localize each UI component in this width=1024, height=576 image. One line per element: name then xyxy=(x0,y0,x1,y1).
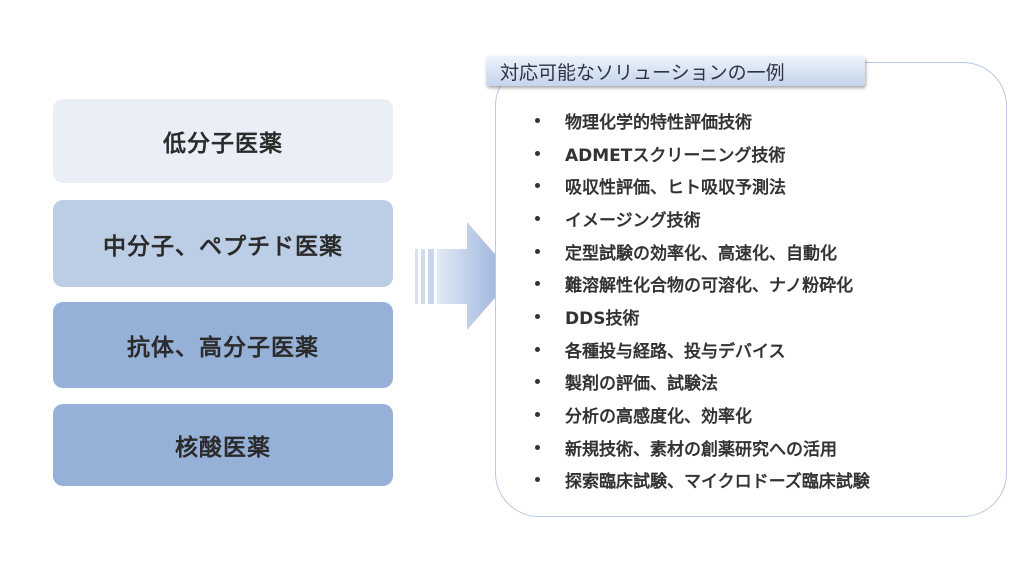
bullet-icon xyxy=(535,117,540,123)
list-item: 難溶解性化合物の可溶化、ナノ粉砕化 xyxy=(533,267,870,300)
solution-label: 新規技術、素材の創薬研究への活用 xyxy=(565,439,837,460)
solution-label: 吸収性評価、ヒト吸収予測法 xyxy=(565,178,786,199)
list-item: 新規技術、素材の創薬研究への活用 xyxy=(533,431,870,464)
solution-label: ADMETスクリーニング技術 xyxy=(565,145,786,166)
bullet-icon xyxy=(535,313,540,319)
bullet-icon xyxy=(535,379,540,385)
list-item: 各種投与経路、投与デバイス xyxy=(533,333,870,366)
right-arrow-icon xyxy=(415,222,514,330)
list-item: 物理化学的特性評価技術 xyxy=(533,104,870,137)
list-item: 探索臨床試験、マイクロドーズ臨床試験 xyxy=(533,464,870,497)
bullet-icon xyxy=(535,412,540,418)
list-item: ADMETスクリーニング技術 xyxy=(533,137,870,170)
solutions-list: 物理化学的特性評価技術 ADMETスクリーニング技術 吸収性評価、ヒト吸収予測法… xyxy=(533,104,870,496)
bullet-icon xyxy=(535,346,540,352)
solution-label: 物理化学的特性評価技術 xyxy=(565,112,752,133)
modality-label: 核酸医薬 xyxy=(175,435,271,461)
list-item: 製剤の評価、試験法 xyxy=(533,366,870,399)
solution-label: 製剤の評価、試験法 xyxy=(565,374,718,395)
bullet-icon xyxy=(535,150,540,156)
modality-label: 中分子、ペプチド医薬 xyxy=(103,233,343,260)
bullet-icon xyxy=(535,444,540,450)
bullet-icon xyxy=(535,215,540,221)
modality-box-middle-molecule: 中分子、ペプチド医薬 xyxy=(53,200,393,287)
modality-label: 低分子医薬 xyxy=(163,131,283,157)
bullet-icon xyxy=(535,281,540,287)
list-item: DDS技術 xyxy=(533,300,870,333)
solutions-panel-title: 対応可能なソリューションの一例 xyxy=(486,56,865,86)
solution-label: 定型試験の効率化、高速化、自動化 xyxy=(565,243,837,264)
bullet-icon xyxy=(535,477,540,483)
modality-label: 抗体、高分子医薬 xyxy=(127,335,319,361)
list-item: 定型試験の効率化、高速化、自動化 xyxy=(533,235,870,268)
modality-box-nucleic-acid: 核酸医薬 xyxy=(53,404,393,486)
list-item: 分析の高感度化、効率化 xyxy=(533,398,870,431)
solution-label: 探索臨床試験、マイクロドーズ臨床試験 xyxy=(565,472,870,493)
solution-label: イメージング技術 xyxy=(565,210,701,231)
modality-box-small-molecule: 低分子医薬 xyxy=(53,99,393,183)
bullet-icon xyxy=(535,248,540,254)
solution-label: 難溶解性化合物の可溶化、ナノ粉砕化 xyxy=(565,276,854,297)
modality-box-antibody: 抗体、高分子医薬 xyxy=(53,302,393,388)
bullet-icon xyxy=(535,183,540,189)
list-item: 吸収性評価、ヒト吸収予測法 xyxy=(533,169,870,202)
solution-label: 分析の高感度化、効率化 xyxy=(565,407,752,428)
solution-label: 各種投与経路、投与デバイス xyxy=(565,341,786,362)
solution-label: DDS技術 xyxy=(565,308,640,329)
list-item: イメージング技術 xyxy=(533,202,870,235)
